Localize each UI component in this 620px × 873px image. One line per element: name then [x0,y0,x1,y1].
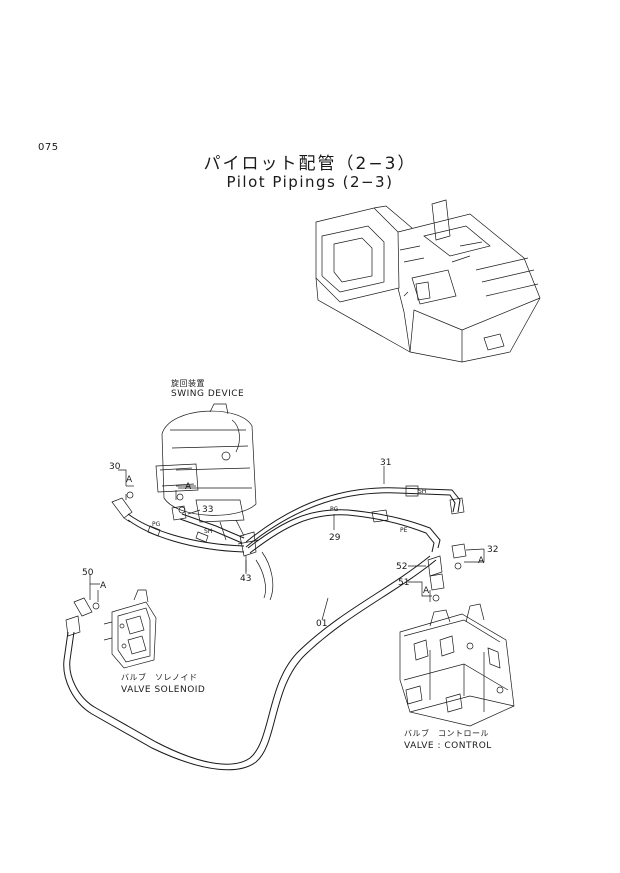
hose-30 [127,513,245,553]
detail-marker-a-32: A [478,556,485,566]
bracket-drawing [255,551,274,601]
hose-end-fittings [147,485,419,543]
part-number-33: 33 [202,505,214,515]
control-valve-drawing [399,603,515,727]
fitting-32 [451,543,467,570]
detail-marker-a-50: A [100,581,107,591]
hose-tag-pe: PE [400,527,408,534]
hose-01 [63,555,437,771]
part-number-32: 32 [487,545,499,555]
valve-solenoid-drawing [103,589,157,669]
valve-control-label-ja: バルブ コントロール [404,729,489,738]
fitting-51 [429,573,445,602]
fitting-50 [65,597,100,637]
valve-solenoid-label-ja: バルブ ソレノイド [121,673,198,682]
swing-device-label-ja: 旋回装置 [171,379,205,388]
part-number-01: 01 [316,619,328,629]
fitting-33 [171,493,187,521]
excavator-overview-drawing [315,199,541,363]
part-number-43: 43 [240,574,252,584]
part-number-31: 31 [380,458,392,468]
fitting-31-end [449,497,465,515]
fitting-52 [427,555,443,577]
part-number-29: 29 [329,533,341,543]
fitting-30 [111,491,134,523]
swing-device-label-en: SWING DEVICE [171,389,245,399]
title-japanese: パイロット配管（2−3） [203,154,417,174]
hose-29 [247,509,441,554]
leader-lines [89,466,485,621]
part-number-30: 30 [109,462,121,472]
hose-tag-sh-upper: SH [418,488,427,495]
hose-tag-pg-left: PG [152,521,161,528]
detail-marker-a-51: A [423,586,430,596]
part-number-52: 52 [396,562,408,572]
hose-tag-sh-left: SH [204,528,213,535]
part-number-50: 50 [82,568,94,578]
swing-device-drawing [155,403,257,541]
hose-33 [179,513,245,544]
valve-control-label-en: VALVE : CONTROL [404,741,492,751]
detail-marker-a-30: A [126,475,133,485]
title-english: Pilot Pipings (2−3) [226,173,394,191]
valve-solenoid-label-en: VALVE SOLENOID [121,685,206,695]
detail-marker-a-33: A [185,482,192,492]
page-number: 075 [38,142,59,153]
hose-31 [245,487,461,548]
